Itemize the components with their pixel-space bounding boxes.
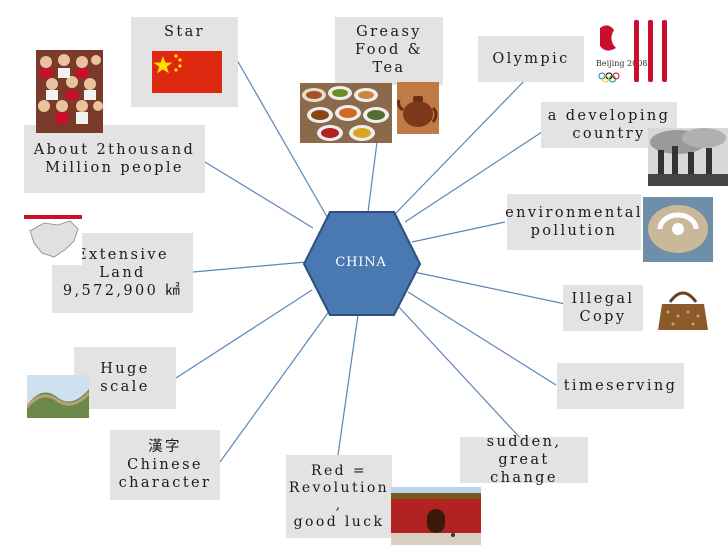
connector-illegal-copy xyxy=(413,271,571,306)
node-environment: environmental pollution xyxy=(505,194,643,250)
connector-sudden-change xyxy=(397,305,523,441)
chinese-dishes-image xyxy=(300,83,392,143)
node-sudden-change-text: sudden, great change xyxy=(486,434,562,486)
teapot-image xyxy=(397,82,439,134)
connector-olympic xyxy=(394,74,531,215)
center-label: CHINA xyxy=(335,255,387,270)
connector-lines xyxy=(175,59,571,463)
forbidden-city-gate-image xyxy=(391,487,481,545)
node-olympic: Olympic xyxy=(478,36,584,82)
node-huge-scale-text: Huge scale xyxy=(100,361,150,395)
svg-text:Beijing 2008: Beijing 2008 xyxy=(596,59,647,68)
node-chinese-char: 漢字 Chinese character xyxy=(110,430,220,500)
connector-developing xyxy=(404,129,546,223)
handbag-image xyxy=(656,282,710,334)
connector-star xyxy=(236,59,331,223)
node-population: About 2thousand Million people xyxy=(24,125,205,193)
connector-timeserving xyxy=(407,291,557,386)
china-map-image xyxy=(24,215,82,265)
node-huge-scale: Huge scale xyxy=(74,347,176,409)
connector-chinese-char xyxy=(219,309,331,463)
node-greasy-food-text: Greasy Food & Tea xyxy=(355,24,423,76)
node-environment-text: environmental pollution xyxy=(505,205,643,239)
great-wall-image xyxy=(27,375,89,418)
node-sudden-change: sudden, great change xyxy=(460,434,588,486)
node-chinese-char-text: 漢字 Chinese character xyxy=(118,439,212,491)
node-greasy-food: Greasy Food & Tea xyxy=(335,17,443,85)
crowd-image xyxy=(36,50,103,133)
node-illegal-copy: Illegal Copy xyxy=(563,285,643,331)
connector-population xyxy=(204,161,314,229)
node-developing-text: a developing country xyxy=(547,108,671,142)
node-red-revolution-text: Red = Revolution , good luck xyxy=(288,462,390,530)
node-star-text: Star xyxy=(164,24,205,40)
pollution-storm-image xyxy=(643,197,713,262)
connector-red-revolution xyxy=(337,314,359,456)
connector-huge-scale xyxy=(175,289,313,379)
factory-image xyxy=(648,128,728,186)
beijing-2008-logo-image: Beijing 2008 xyxy=(594,18,674,86)
node-olympic-text: Olympic xyxy=(492,51,570,67)
node-timeserving: timeserving xyxy=(557,363,684,409)
node-extensive-land-text: Extensive Land 9,572,900 ㎢ xyxy=(62,247,183,299)
china-flag-image xyxy=(152,51,222,93)
node-population-text: About 2thousand Million people xyxy=(33,142,196,176)
center-hexagon xyxy=(302,211,422,316)
node-timeserving-text: timeserving xyxy=(563,378,678,394)
connector-environment xyxy=(411,221,506,243)
node-red-revolution: Red = Revolution , good luck xyxy=(286,455,392,538)
node-illegal-copy-text: Illegal Copy xyxy=(571,291,635,325)
connector-extensive-land xyxy=(192,261,307,273)
